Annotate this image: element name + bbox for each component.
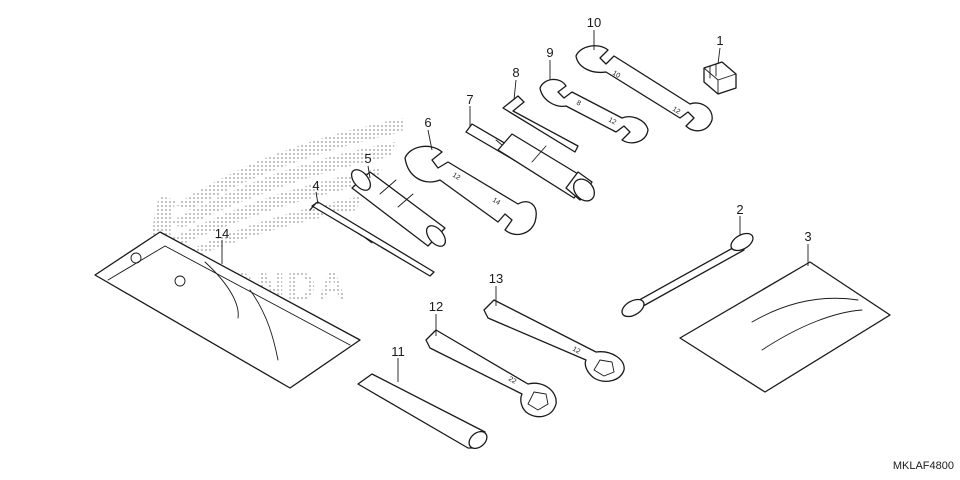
callout-numbers: 1 2 3 4 5 6 7 8 9 10 11 12 13 14: [215, 15, 812, 359]
diagram-code: MKLAF4800: [892, 460, 954, 472]
callout-5: 5: [364, 151, 371, 166]
manual-sheet: [679, 261, 891, 393]
leader-lines: [221, 30, 809, 382]
callout-12: 12: [429, 299, 443, 314]
callout-8: 8: [512, 65, 519, 80]
callout-14: 14: [215, 226, 229, 241]
tool-bag: [94, 231, 361, 389]
callout-10: 10: [587, 15, 601, 30]
callout-7: 7: [466, 92, 473, 107]
size-stamp: 10: [611, 70, 621, 80]
screwdriver: [309, 201, 435, 277]
strap: [621, 232, 754, 318]
size-stamp: 14: [491, 197, 501, 207]
size-stamp: 22: [507, 376, 517, 386]
screwdriver-handle: [350, 169, 447, 247]
wrench-8x12: 8 12: [539, 78, 649, 144]
box-wrench-12: 12: [483, 299, 625, 382]
callout-4: 4: [312, 178, 319, 193]
size-stamp: 12: [451, 172, 461, 182]
callout-11: 11: [391, 344, 405, 359]
sleeve: [357, 373, 488, 450]
wrench-10x12: 10 12: [575, 45, 713, 132]
hex-key: [502, 95, 579, 153]
size-stamp: 12: [671, 106, 681, 116]
wrench-12x14: 12 14: [404, 145, 537, 236]
clip: [703, 61, 737, 95]
callout-2: 2: [736, 202, 743, 217]
callout-9: 9: [546, 45, 553, 60]
callout-1: 1: [716, 33, 723, 48]
size-stamp: 12: [571, 346, 581, 356]
size-stamp: 8: [575, 100, 582, 108]
size-stamp: 12: [607, 117, 617, 127]
callout-13: 13: [489, 271, 503, 286]
callout-6: 6: [424, 115, 431, 130]
box-wrench-22: 22: [425, 329, 557, 418]
callout-3: 3: [804, 229, 811, 244]
spark-plug-wrench: [465, 123, 595, 202]
